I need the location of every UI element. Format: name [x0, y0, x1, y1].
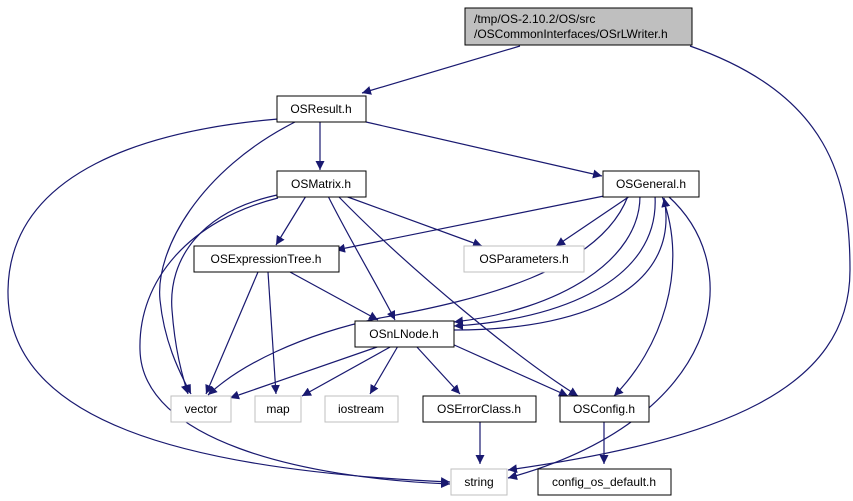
node-string-label: string — [464, 475, 493, 489]
node-root-label-line2: /OSCommonInterfaces/OSrLWriter.h — [474, 27, 668, 41]
node-osresult[interactable]: OSResult.h — [276, 95, 367, 123]
node-root-osrlwriter[interactable]: /tmp/OS-2.10.2/OS/src /OSCommonInterface… — [464, 7, 693, 46]
edge-osexpressiontree-to-vector — [205, 271, 259, 395]
node-vector-label: vector — [185, 402, 218, 416]
edge-osresult-to-string — [7, 118, 451, 487]
node-osmatrix-label: OSMatrix.h — [291, 177, 351, 191]
edge-osresult-to-vector — [159, 121, 296, 395]
node-map-label: map — [266, 402, 290, 416]
node-iostream-label: iostream — [338, 402, 384, 416]
edge-osmatrix-to-osconfig — [337, 195, 579, 397]
node-config-os-default-label: config_os_default.h — [552, 475, 656, 489]
edge-osnlnode-to-osconfig — [451, 343, 569, 397]
edge-root-to-string — [507, 45, 851, 474]
node-map[interactable]: map — [254, 395, 302, 423]
edge-osgeneral-to-osparameters — [555, 195, 631, 247]
node-oserrorclass-label: OSErrorClass.h — [437, 402, 521, 416]
edge-osmatrix-to-vector — [171, 193, 283, 395]
edge-osmatrix-to-osparameters — [344, 195, 483, 248]
edge-osgeneral-to-osconfig — [613, 195, 674, 397]
edge-osnlnode-to-iostream — [369, 345, 399, 395]
edge-osmatrix-to-osexpressiontree — [275, 195, 307, 246]
node-osparameters-label: OSParameters.h — [479, 252, 568, 266]
edge-osgeneral-to-osnlnode-a — [453, 195, 641, 326]
edge-root-to-osresult — [361, 45, 521, 95]
edge-osresult-to-osgeneral — [365, 121, 603, 179]
edge-osnlnode-to-osgeneral — [453, 197, 671, 331]
node-osnlnode[interactable]: OSnLNode.h — [354, 320, 455, 348]
node-root-label-line1: /tmp/OS-2.10.2/OS/src — [474, 12, 595, 26]
edge-osgeneral-to-osnlnode-b — [453, 195, 656, 330]
node-osnlnode-label: OSnLNode.h — [369, 327, 438, 341]
edge-osgeneral-to-string — [507, 195, 711, 480]
edge-osgeneral-to-osexpressiontree — [335, 195, 605, 253]
node-config-os-default[interactable]: config_os_default.h — [537, 468, 672, 496]
node-osparameters[interactable]: OSParameters.h — [463, 245, 585, 273]
edge-osnlnode-to-map — [301, 345, 393, 397]
node-oserrorclass[interactable]: OSErrorClass.h — [422, 395, 537, 423]
edge-osmatrix-to-string — [139, 197, 451, 489]
node-osgeneral-label: OSGeneral.h — [616, 177, 686, 191]
node-osmatrix[interactable]: OSMatrix.h — [276, 170, 367, 198]
node-osexpressiontree-label: OSExpressionTree.h — [211, 252, 322, 266]
edge-osnlnode-to-oserrorclass — [415, 345, 461, 395]
edge-osexpressiontree-to-osnlnode — [289, 271, 379, 321]
node-osconfig-label: OSConfig.h — [573, 402, 635, 416]
edge-osmatrix-to-osnlnode — [327, 195, 396, 321]
node-osconfig[interactable]: OSConfig.h — [559, 395, 650, 423]
node-osexpressiontree[interactable]: OSExpressionTree.h — [193, 245, 340, 273]
node-osresult-label: OSResult.h — [290, 102, 351, 116]
edge-osgeneral-to-vector — [207, 195, 629, 396]
node-string[interactable]: string — [450, 468, 508, 496]
node-iostream[interactable]: iostream — [324, 395, 399, 423]
node-osgeneral[interactable]: OSGeneral.h — [602, 170, 700, 198]
node-vector[interactable]: vector — [170, 395, 232, 423]
edge-osnlnode-to-vector — [229, 345, 381, 400]
edge-osexpressiontree-to-map — [267, 271, 280, 395]
